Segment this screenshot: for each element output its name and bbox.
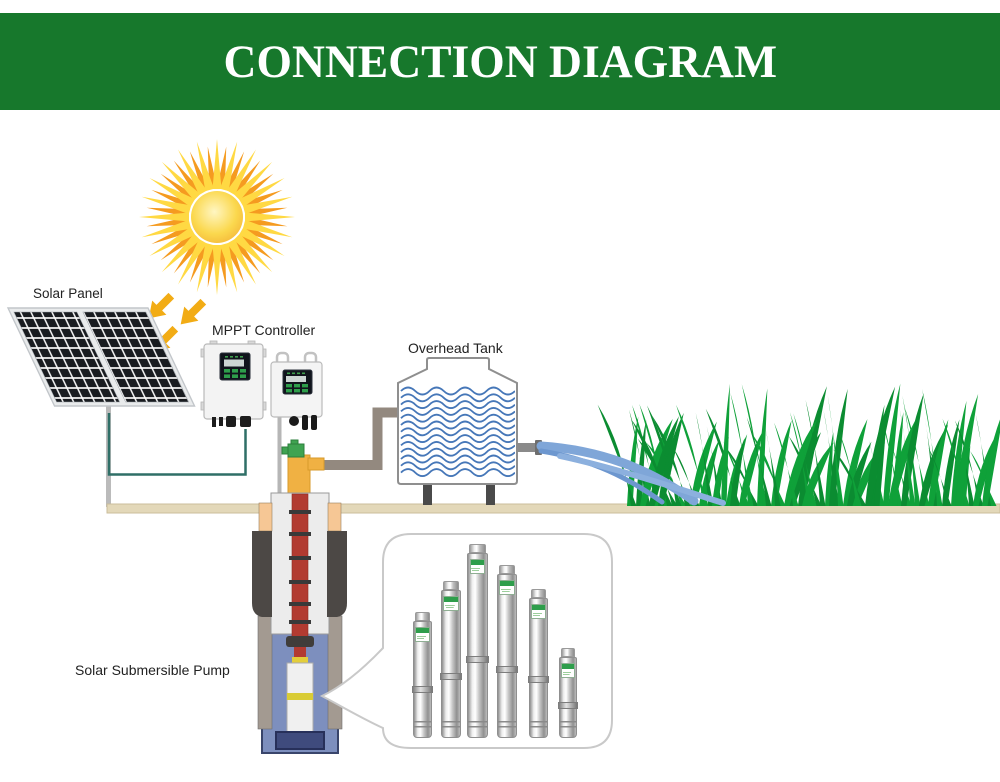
overhead-tank-label: Overhead Tank	[408, 340, 503, 356]
mppt-controller-primary	[200, 340, 267, 427]
valve-icon	[287, 443, 305, 458]
sun-core	[191, 191, 243, 243]
pump-size-5	[528, 589, 549, 738]
mppt-controller-label: MPPT Controller	[212, 322, 316, 338]
overhead-tank-illustration	[397, 357, 542, 505]
pump-size-4	[496, 565, 518, 738]
drop-pipe-couplings	[289, 510, 311, 624]
wellhead-pipe-and-valve	[281, 439, 325, 496]
page-title: CONNECTION DIAGRAM	[223, 35, 777, 88]
borewell-cross-section	[252, 492, 347, 754]
water-pipe	[321, 407, 400, 470]
water-stream	[536, 441, 726, 506]
header-banner: CONNECTION DIAGRAM	[0, 13, 1000, 110]
controller-keypad	[224, 369, 246, 378]
pv-wire	[107, 413, 247, 476]
pump-size-1	[412, 612, 433, 738]
solar-panel-label: Solar Panel	[33, 286, 103, 301]
pump-size-3	[466, 544, 489, 738]
pump-size-6	[558, 648, 578, 738]
drop-pipe	[291, 493, 309, 638]
ground-strip	[106, 503, 1000, 514]
pump-variants-gallery	[383, 534, 612, 748]
controller-keypad	[286, 384, 308, 393]
grass-illustration	[597, 383, 1000, 506]
controller-lcd	[286, 376, 306, 382]
pump-size-2	[440, 581, 462, 738]
controller-cable-glands	[289, 415, 317, 430]
mppt-controller-secondary	[270, 351, 323, 430]
controller-cable-glands	[212, 416, 251, 427]
tank-leg	[423, 484, 432, 505]
sun-icon	[139, 139, 295, 295]
controller-lcd	[224, 359, 244, 367]
tank-outlet-spout	[516, 443, 537, 452]
solar-panel-illustration	[6, 307, 196, 407]
sun-rays	[139, 139, 295, 295]
pump-base	[275, 731, 325, 750]
submersible-pump-in-well	[286, 662, 314, 735]
submersible-pump-label: Solar Submersible Pump	[75, 662, 230, 678]
tank-leg	[486, 484, 495, 505]
